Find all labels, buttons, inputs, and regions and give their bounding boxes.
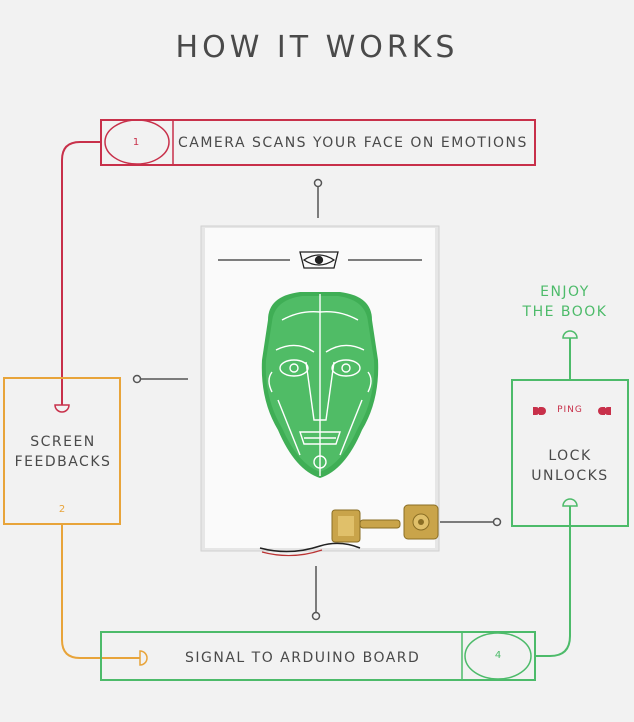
step4-label: LOCK UNLOCKS bbox=[512, 446, 628, 486]
ping-right-icon bbox=[598, 407, 611, 415]
step2-number: 2 bbox=[58, 504, 66, 515]
step1-number: 1 bbox=[132, 137, 140, 148]
green-connector bbox=[535, 506, 571, 657]
step4-number: 4 bbox=[494, 650, 502, 661]
green-arrow-cap bbox=[562, 498, 578, 507]
enjoy-label: ENJOY THE BOOK bbox=[500, 282, 630, 322]
enjoy-label-line1: ENJOY bbox=[540, 284, 590, 300]
ping-label: PING bbox=[557, 405, 583, 415]
step4-label-line2: UNLOCKS bbox=[531, 468, 609, 484]
step1-number-circle bbox=[104, 119, 170, 165]
book-illustration bbox=[200, 225, 440, 557]
red-connector bbox=[61, 141, 101, 405]
brass-lock-illustration bbox=[259, 504, 439, 557]
orange-arrow-cap bbox=[139, 650, 148, 666]
red-arrow-cap bbox=[54, 404, 70, 413]
enjoy-label-line2: THE BOOK bbox=[522, 304, 608, 320]
step4-number-circle bbox=[464, 632, 532, 680]
step3-label: SIGNAL TO ARDUINO BOARD bbox=[185, 650, 421, 666]
step2-label-line2: FEEDBACKS bbox=[14, 454, 112, 470]
ping-left-icon bbox=[533, 407, 546, 415]
page-title: HOW IT WORKS bbox=[175, 30, 459, 65]
step1-label: CAMERA SCANS YOUR FACE ON EMOTIONS bbox=[178, 135, 528, 151]
eye-icon bbox=[299, 251, 339, 269]
pointer-lines bbox=[132, 178, 502, 621]
step2-label: SCREEN FEEDBACKS bbox=[4, 432, 122, 472]
face-mask-illustration bbox=[261, 292, 379, 478]
orange-connector bbox=[61, 524, 140, 659]
step4-label-line1: LOCK bbox=[548, 448, 592, 464]
enjoy-arrow-cap bbox=[562, 330, 578, 339]
step2-label-line1: SCREEN bbox=[30, 434, 96, 450]
